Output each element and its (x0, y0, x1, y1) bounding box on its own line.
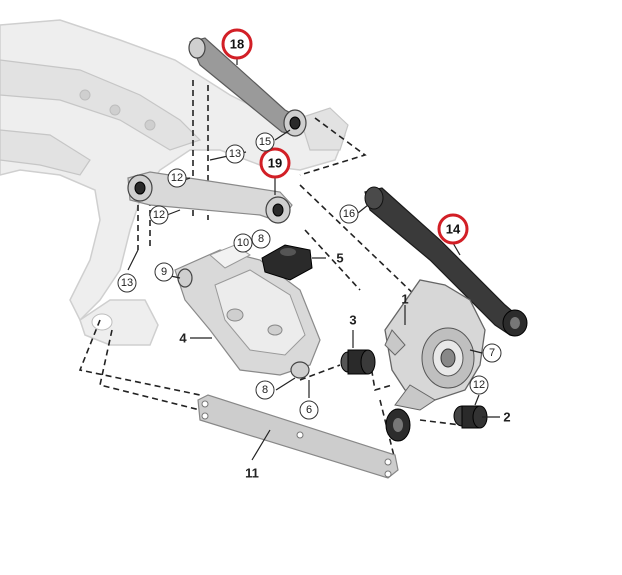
toe-link-14 (364, 186, 528, 337)
svg-text:19: 19 (268, 156, 282, 171)
callout-12-right: 12 (469, 375, 489, 395)
callout-10: 10 (233, 233, 253, 253)
upper-control-arm-18 (188, 37, 307, 137)
callout-13-top: 13 (225, 144, 245, 164)
label-5: 5 (336, 251, 343, 266)
callout-19: 19 (259, 147, 291, 179)
callout-13-bottom: 13 (117, 273, 137, 293)
callout-18: 18 (221, 28, 253, 60)
callout-7: 7 (482, 343, 502, 363)
svg-text:6: 6 (306, 404, 312, 416)
callout-9: 9 (154, 262, 174, 282)
label-3: 3 (349, 313, 356, 328)
label-1: 1 (401, 292, 408, 307)
callout-6: 6 (299, 400, 319, 420)
lower-wishbone-4 (174, 244, 321, 379)
svg-text:12: 12 (171, 172, 183, 184)
svg-text:15: 15 (259, 136, 271, 148)
control-arm-19 (127, 171, 293, 224)
brace-plate-11 (197, 394, 399, 479)
callout-16: 16 (339, 204, 359, 224)
svg-text:10: 10 (237, 237, 249, 249)
callout-8-bottom: 8 (255, 380, 275, 400)
bushing-3 (340, 349, 376, 375)
bushing-2 (453, 405, 488, 429)
svg-text:13: 13 (121, 277, 133, 289)
label-4: 4 (179, 331, 187, 346)
callout-14: 14 (437, 213, 469, 245)
label-11: 11 (245, 466, 259, 481)
svg-text:7: 7 (489, 347, 495, 359)
callout-12-top: 12 (167, 168, 187, 188)
leader-lines (127, 58, 500, 461)
svg-text:12: 12 (153, 209, 165, 221)
wheel-carrier-1 (384, 279, 486, 411)
svg-text:16: 16 (343, 208, 355, 220)
svg-text:12: 12 (473, 379, 485, 391)
svg-text:13: 13 (229, 148, 241, 160)
dashed-assembly-lines (78, 80, 461, 476)
callout-12-mid: 12 (149, 205, 169, 225)
svg-text:18: 18 (230, 37, 244, 52)
rear-subframe (0, 19, 349, 346)
lower-bushing (385, 408, 411, 442)
callout-15: 15 (255, 132, 275, 152)
label-2: 2 (503, 410, 510, 425)
svg-text:8: 8 (262, 384, 268, 396)
svg-text:9: 9 (161, 266, 167, 278)
svg-text:8: 8 (258, 233, 264, 245)
svg-text:14: 14 (446, 222, 461, 237)
callout-8-top: 8 (251, 229, 271, 249)
rubber-mount-5 (261, 244, 313, 281)
